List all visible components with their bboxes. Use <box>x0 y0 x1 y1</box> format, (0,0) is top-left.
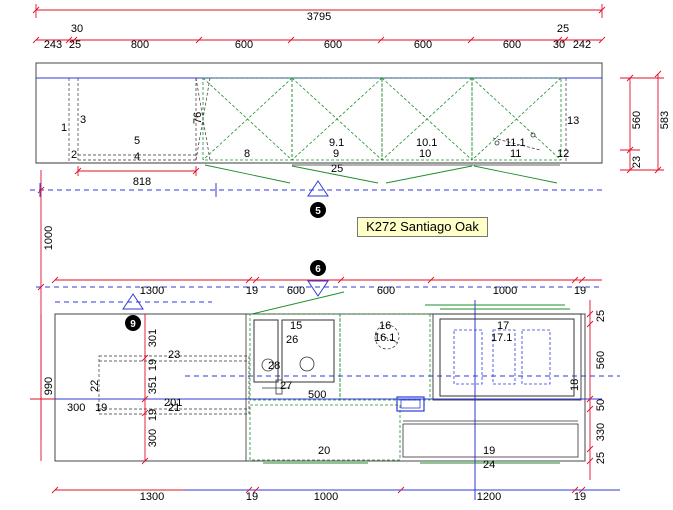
part-1: 1 <box>61 122 67 134</box>
part-11-1: 11.1 <box>505 137 526 149</box>
material-label: K272 Santiago Oak <box>357 217 488 237</box>
dim-19-top-b: 19 <box>574 285 586 297</box>
dim-30-left: 30 <box>71 23 83 35</box>
part-17-1: 17.1 <box>491 332 512 344</box>
dim-25-right-top: 25 <box>595 310 607 322</box>
plan-top-dims: 6 1300 19 600 600 1000 19 9 <box>36 260 602 331</box>
part-76: 76 <box>192 112 204 124</box>
dim-560-elev: 560 <box>631 111 643 129</box>
dim-818: 818 <box>133 176 151 188</box>
part-27: 27 <box>280 380 292 392</box>
dim-19-v-b: 19 <box>147 409 159 421</box>
dim-242: 242 <box>573 39 591 51</box>
dim-300-h: 300 <box>67 402 85 414</box>
dim-1300-top: 1300 <box>140 285 164 297</box>
plan-view: 15 26 16 16.1 17 17.1 23 28 27 22 18 20 … <box>30 300 620 500</box>
part-16-1: 16.1 <box>374 332 395 344</box>
part-28: 28 <box>268 360 280 372</box>
dim-25: 25 <box>69 39 81 51</box>
dim-600-top-b: 600 <box>377 285 395 297</box>
dim-301: 301 <box>147 329 159 347</box>
part-19: 19 <box>483 445 495 457</box>
part-3: 3 <box>80 114 86 126</box>
marker-5: 5 <box>315 206 321 217</box>
dim-23-elev: 23 <box>631 156 643 168</box>
dim-19-bottom-b: 19 <box>574 491 586 503</box>
part-10: 10 <box>419 148 431 160</box>
top-dimension-chain: 3795 30 25 243 25 800 600 600 600 600 30… <box>32 4 606 51</box>
dim-560-plan: 560 <box>595 351 607 369</box>
dim-1000-top: 1000 <box>493 285 517 297</box>
part-25: 25 <box>331 163 343 175</box>
part-5: 5 <box>134 135 140 147</box>
dim-50-plan: 50 <box>595 399 607 411</box>
dim-243: 243 <box>44 39 62 51</box>
dim-800: 800 <box>131 39 149 51</box>
marker-9: 9 <box>130 319 136 330</box>
part-9-1: 9.1 <box>329 137 344 149</box>
part-8: 8 <box>244 148 250 160</box>
dim-600-top-a: 600 <box>287 285 305 297</box>
dim-600-b: 600 <box>324 39 342 51</box>
elevation-height-dims: 560 583 23 <box>620 70 671 174</box>
dim-19-top-a: 19 <box>246 285 258 297</box>
part-17: 17 <box>497 320 509 332</box>
part-4: 4 <box>134 151 140 163</box>
part-21: 21 <box>168 402 180 414</box>
dim-19-h: 19 <box>95 402 107 414</box>
dim-25-right: 25 <box>557 23 569 35</box>
wall-elevation: 1 3 2 5 4 76 8 9.1 9 10.1 10 11.1 11 12 … <box>35 62 603 188</box>
dim-total: 3795 <box>307 11 331 23</box>
dim-990: 990 <box>43 377 55 395</box>
dim-600-d: 600 <box>503 39 521 51</box>
plan-right-dims: 25 560 50 330 25 <box>586 300 607 480</box>
plan-bottom-dims: 1300 19 1000 1200 19 <box>51 486 620 503</box>
part-20: 20 <box>318 445 330 457</box>
dim-19-bottom-a: 19 <box>246 491 258 503</box>
section-line-upper: 5 <box>30 180 602 218</box>
part-24: 24 <box>483 459 495 471</box>
part-11: 11 <box>510 148 521 160</box>
dim-330-plan: 330 <box>595 423 607 441</box>
dim-1200-bottom: 1200 <box>477 491 501 503</box>
part-10-1: 10.1 <box>416 137 437 149</box>
part-18: 18 <box>569 379 581 391</box>
dim-583-elev: 583 <box>659 111 671 129</box>
dim-1000-bottom: 1000 <box>314 491 338 503</box>
dim-600-c: 600 <box>414 39 432 51</box>
dim-600-a: 600 <box>235 39 253 51</box>
part-15: 15 <box>290 320 302 332</box>
part-23: 23 <box>168 349 180 361</box>
dim-300-v: 300 <box>147 429 159 447</box>
part-201: 201 <box>164 397 182 409</box>
part-26: 26 <box>286 334 298 346</box>
part-13: 13 <box>567 115 579 127</box>
part-2: 2 <box>71 149 77 161</box>
dim-500: 500 <box>308 389 326 401</box>
dim-25-right-bottom: 25 <box>595 452 607 464</box>
dim-1300-bottom: 1300 <box>140 491 164 503</box>
part-22: 22 <box>89 380 101 392</box>
marker-6: 6 <box>315 264 321 275</box>
part-12: 12 <box>557 148 569 160</box>
dim-30-right: 30 <box>553 39 565 51</box>
part-9: 9 <box>333 148 339 160</box>
part-16: 16 <box>379 320 391 332</box>
dim-1000-side: 1000 <box>43 226 55 250</box>
dim-351: 351 <box>147 376 159 394</box>
dim-19-v-a: 19 <box>147 359 159 371</box>
